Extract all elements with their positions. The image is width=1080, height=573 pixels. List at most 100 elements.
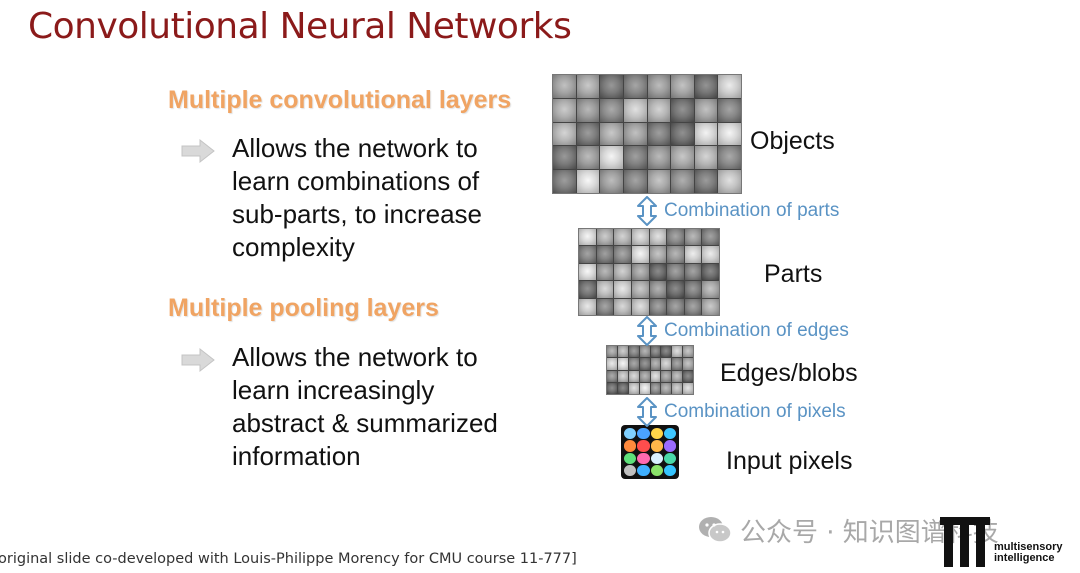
pixel-dot — [663, 464, 676, 476]
right-arrow-icon — [181, 347, 215, 373]
feature-tile — [718, 170, 741, 193]
pixel-dot — [637, 440, 650, 452]
feature-tile — [683, 358, 693, 370]
footer-credit: original slide co-developed with Louis-P… — [0, 551, 577, 567]
feature-tile — [614, 246, 631, 263]
feature-tile — [684, 281, 702, 298]
feature-tile — [631, 229, 649, 246]
feature-tile — [631, 281, 649, 298]
feature-tile — [683, 346, 693, 358]
level-label-input: Input pixels — [726, 447, 853, 475]
feature-tile — [694, 98, 718, 122]
feature-tile — [672, 382, 683, 394]
wechat-icon — [699, 517, 732, 543]
feature-tile — [553, 146, 576, 170]
feature-tile — [576, 122, 600, 146]
feature-tile — [607, 382, 617, 394]
feature-tile — [667, 263, 684, 281]
feature-tile — [702, 263, 719, 281]
pixel-dot — [650, 440, 663, 452]
feature-tile — [596, 298, 614, 315]
feature-tile — [667, 298, 684, 315]
feature-tile — [631, 263, 649, 281]
feature-tile — [661, 346, 672, 358]
feature-tile — [684, 246, 702, 263]
pixel-dot — [624, 440, 637, 452]
pixel-dot — [637, 428, 650, 440]
feature-tile — [647, 146, 671, 170]
feature-tile — [628, 346, 639, 358]
feature-tile — [671, 122, 694, 146]
feature-tile — [596, 229, 614, 246]
feature-tile — [614, 298, 631, 315]
feature-tile — [600, 75, 623, 98]
logo-text-line2: intelligence — [994, 552, 1055, 564]
feature-tile — [694, 75, 718, 98]
transition-label-pixels: Combination of pixels — [664, 401, 846, 422]
edges-feature-grid — [606, 345, 694, 395]
feature-tile — [718, 146, 741, 170]
feature-tile — [553, 170, 576, 193]
slide-title: Convolutional Neural Networks — [28, 6, 572, 47]
feature-tile — [649, 229, 667, 246]
feature-tile — [639, 358, 650, 370]
pixel-dot — [663, 452, 676, 464]
feature-tile — [647, 75, 671, 98]
feature-tile — [631, 246, 649, 263]
feature-tile — [600, 146, 623, 170]
feature-tile — [623, 98, 647, 122]
double-arrow-icon — [637, 196, 657, 226]
feature-tile — [672, 370, 683, 382]
pixel-dot — [624, 452, 637, 464]
feature-tile — [671, 98, 694, 122]
feature-tile — [671, 146, 694, 170]
feature-tile — [684, 229, 702, 246]
feature-tile — [684, 298, 702, 315]
feature-tile — [639, 346, 650, 358]
feature-tile — [661, 370, 672, 382]
feature-tile — [702, 298, 719, 315]
feature-tile — [694, 170, 718, 193]
feature-tile — [617, 358, 628, 370]
pixel-dot — [663, 440, 676, 452]
feature-tile — [596, 263, 614, 281]
feature-tile — [553, 75, 576, 98]
pixel-dot — [624, 428, 637, 440]
feature-tile — [579, 246, 596, 263]
level-label-objects: Objects — [750, 127, 835, 155]
section-heading-pooling: Multiple pooling layers — [168, 294, 439, 322]
feature-tile — [694, 122, 718, 146]
feature-tile — [623, 146, 647, 170]
feature-tile — [576, 170, 600, 193]
feature-tile — [600, 122, 623, 146]
double-arrow-icon — [637, 397, 657, 427]
feature-tile — [617, 382, 628, 394]
section-body-convolutional: Allows the network to learn combinations… — [232, 133, 483, 262]
transition-label-edges: Combination of edges — [664, 320, 849, 341]
feature-tile — [614, 281, 631, 298]
feature-tile — [579, 281, 596, 298]
feature-tile — [607, 346, 617, 358]
input-pixels-image — [621, 425, 679, 479]
feature-tile — [684, 263, 702, 281]
objects-feature-grid — [552, 74, 742, 194]
double-arrow-icon — [637, 316, 657, 346]
feature-tile — [702, 246, 719, 263]
pixel-dot — [637, 452, 650, 464]
feature-tile — [718, 75, 741, 98]
feature-tile — [639, 382, 650, 394]
feature-tile — [647, 122, 671, 146]
feature-tile — [607, 370, 617, 382]
pixel-dot — [650, 428, 663, 440]
feature-tile — [553, 122, 576, 146]
feature-tile — [667, 229, 684, 246]
right-arrow-icon — [181, 138, 215, 164]
feature-tile — [649, 263, 667, 281]
multisensory-intelligence-logo: multisensory intelligence — [940, 515, 1080, 571]
feature-tile — [628, 370, 639, 382]
feature-tile — [650, 358, 661, 370]
pixel-dot — [650, 464, 663, 476]
feature-tile — [631, 298, 649, 315]
transition-label-parts: Combination of parts — [664, 200, 840, 221]
feature-tile — [718, 122, 741, 146]
